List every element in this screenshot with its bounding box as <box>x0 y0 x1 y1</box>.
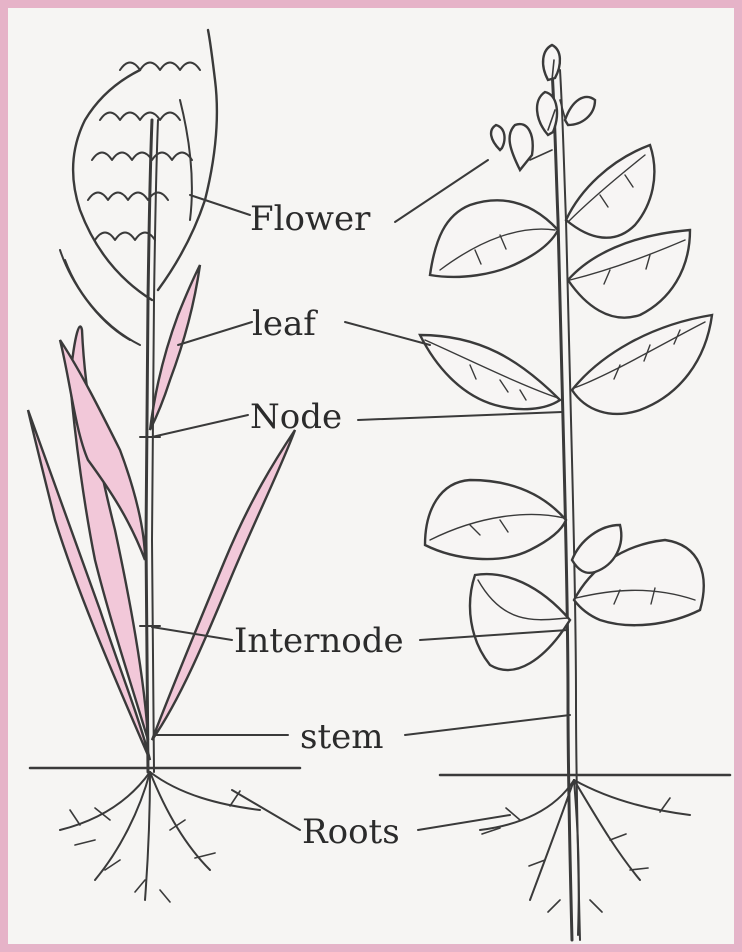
right-plant <box>420 45 730 940</box>
label-leaf: leaf <box>252 304 318 344</box>
label-stem: stem <box>300 717 383 757</box>
left-plant <box>28 30 300 902</box>
label-flower: Flower <box>250 199 371 239</box>
flower-leader-left <box>190 195 250 215</box>
leaf-leader-right <box>345 322 430 345</box>
left-stem <box>146 120 152 772</box>
right-roots <box>480 780 690 935</box>
stem-leader-right <box>405 715 570 735</box>
leaf-leader-left <box>178 322 252 345</box>
right-leaf-upper-right <box>568 230 690 318</box>
right-leaf-mid-left <box>420 335 560 409</box>
right-leaf-lower-left-1 <box>425 480 566 559</box>
left-leaf-right-long <box>152 430 295 740</box>
label-node: Node <box>250 397 342 437</box>
node-leader-left <box>152 415 248 437</box>
right-stem <box>552 70 572 940</box>
right-flower-cluster <box>491 45 595 170</box>
left-roots <box>60 772 260 902</box>
node-leader-right <box>358 412 562 420</box>
label-roots: Roots <box>302 812 400 852</box>
right-leaf-lower-left-2 <box>470 574 570 670</box>
label-internode: Internode <box>234 621 404 661</box>
roots-leader-left <box>232 790 300 830</box>
